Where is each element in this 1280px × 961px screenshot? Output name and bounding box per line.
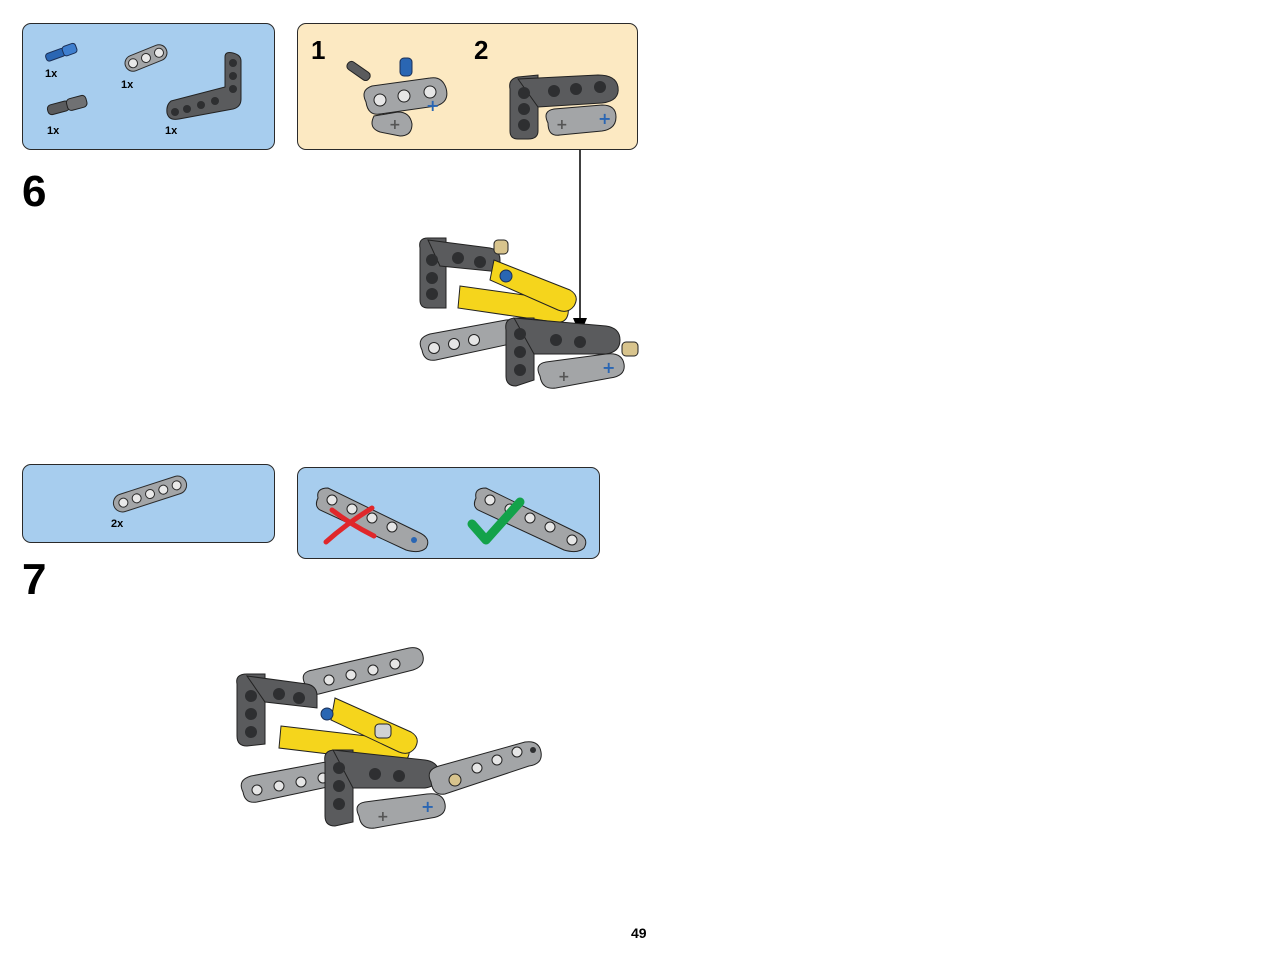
dark-axle-pin-icon bbox=[46, 94, 88, 116]
step-number: 6 bbox=[22, 167, 47, 216]
page-number: 49 bbox=[631, 925, 647, 941]
step-number: 7 bbox=[22, 555, 47, 604]
step7-orientation-callout bbox=[297, 467, 600, 559]
liftarm-icon bbox=[112, 475, 188, 513]
svg-text:+: + bbox=[556, 117, 568, 133]
svg-text:+: + bbox=[377, 809, 389, 825]
substep-1-illustration: + + bbox=[346, 57, 448, 137]
part-qty: 1x bbox=[45, 68, 58, 80]
short-beam-icon bbox=[124, 44, 168, 72]
substep-number: 1 bbox=[311, 35, 326, 65]
part-qty: 1x bbox=[121, 79, 134, 91]
part-qty: 1x bbox=[165, 125, 178, 137]
svg-text:+: + bbox=[602, 358, 615, 377]
step7-parts-panel: 2x bbox=[22, 464, 275, 543]
svg-text:+: + bbox=[389, 117, 401, 133]
l-beam-icon bbox=[166, 52, 242, 120]
blue-axle-pin-icon bbox=[45, 42, 78, 62]
substep-2-illustration: + + bbox=[509, 74, 619, 140]
wrong-x-icon bbox=[323, 505, 377, 545]
step6-subassembly-callout: 1 2 + + + + bbox=[297, 23, 638, 150]
svg-text:+: + bbox=[558, 369, 570, 385]
correct-check-icon bbox=[467, 497, 525, 545]
substep-number: 2 bbox=[474, 35, 489, 65]
wrong-orientation-illustration bbox=[315, 487, 429, 553]
svg-text:+: + bbox=[426, 96, 439, 115]
part-qty: 2x bbox=[111, 518, 124, 530]
step6-parts-panel: 1x 1x 1x 1x bbox=[22, 23, 275, 150]
step7-model-illustration: + + bbox=[236, 647, 542, 829]
part-qty: 1x bbox=[47, 125, 60, 137]
step6-model-illustration: + + bbox=[419, 237, 639, 389]
svg-text:+: + bbox=[598, 109, 611, 128]
svg-text:+: + bbox=[421, 797, 434, 816]
